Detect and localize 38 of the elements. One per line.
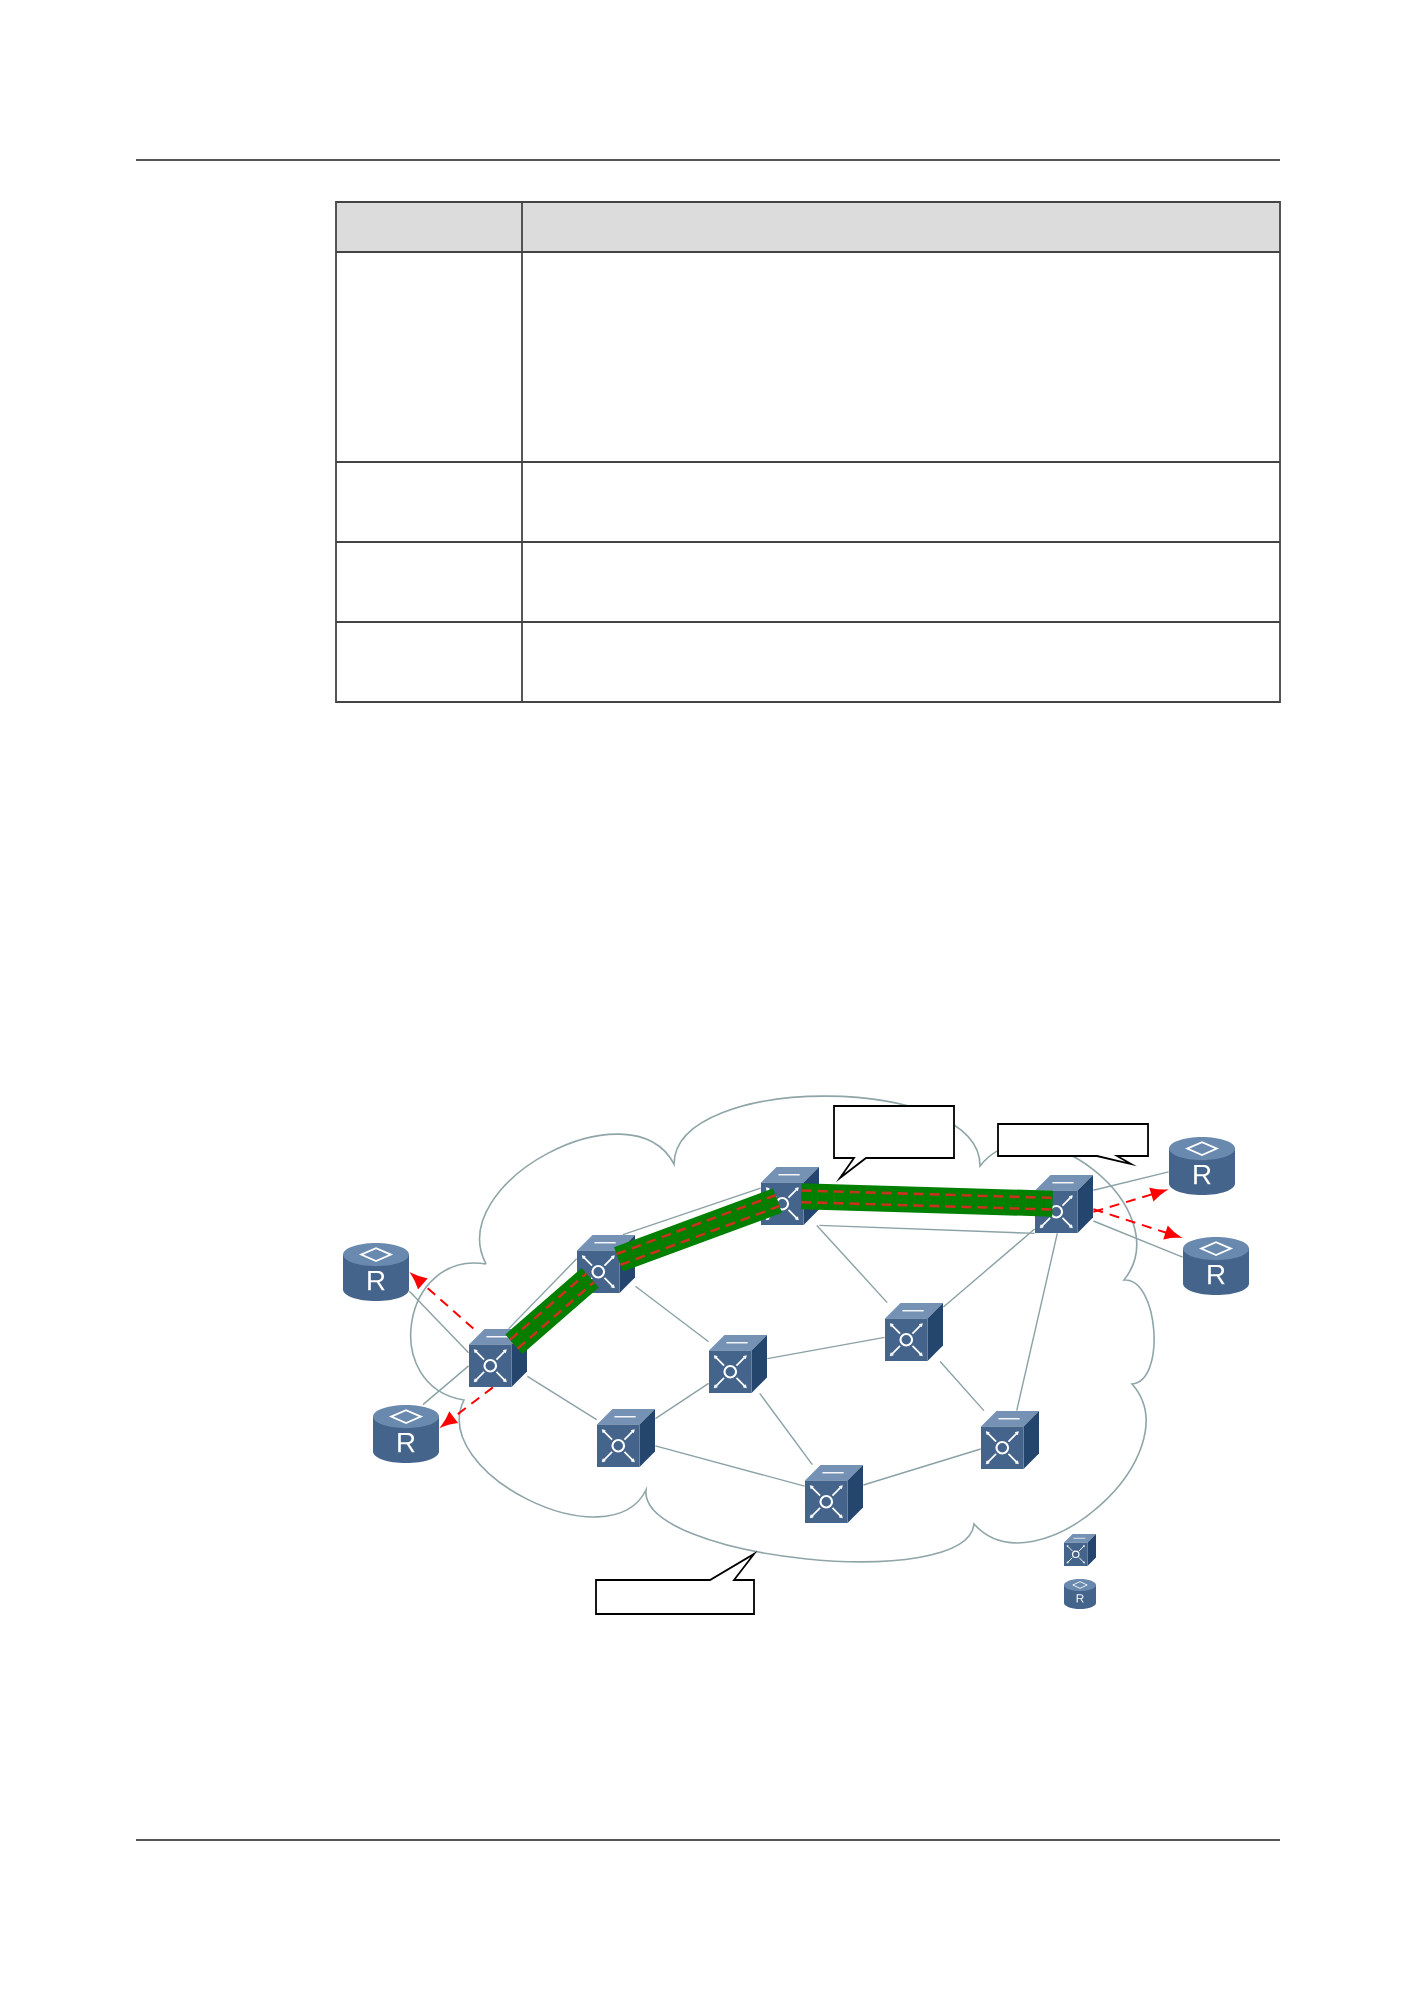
tunnel-path (505, 1267, 599, 1355)
switch-icon (597, 1409, 655, 1467)
link-line (1092, 1171, 1170, 1191)
link-line (622, 1187, 762, 1236)
switch-icon (469, 1329, 527, 1387)
link-line (654, 1382, 710, 1420)
switch-icon (805, 1465, 863, 1523)
switch-icon (577, 1235, 635, 1293)
switch-icon (981, 1411, 1039, 1469)
link-line (422, 1365, 470, 1406)
callout-box (595, 1550, 758, 1615)
dashed-arrow (1092, 1208, 1181, 1240)
link-line (759, 1392, 813, 1466)
link-line (408, 1290, 470, 1354)
tunnel-path (614, 1188, 782, 1272)
callout-box (997, 1123, 1149, 1167)
switch-icon (1035, 1175, 1093, 1233)
dashed-arrow (441, 1386, 494, 1427)
link-line (818, 1224, 1036, 1235)
link-line (766, 1336, 886, 1360)
link-line (1016, 1232, 1058, 1412)
link-line (634, 1285, 710, 1343)
switch-icon (761, 1167, 819, 1225)
link-line (816, 1224, 888, 1304)
link-line (526, 1375, 598, 1421)
switch-icon (709, 1335, 767, 1393)
link-line (654, 1445, 806, 1487)
dashed-arrow (411, 1273, 475, 1330)
link-line (939, 1360, 985, 1412)
link-line (942, 1228, 1036, 1308)
switch-icon (885, 1303, 943, 1361)
link-line (508, 1258, 578, 1330)
callout-box (833, 1105, 955, 1183)
link-line (862, 1448, 982, 1486)
switch-icon (1064, 1534, 1096, 1566)
dashed-arrow (1092, 1187, 1167, 1213)
tunnel-path (801, 1183, 1053, 1217)
link-line (1092, 1220, 1184, 1258)
